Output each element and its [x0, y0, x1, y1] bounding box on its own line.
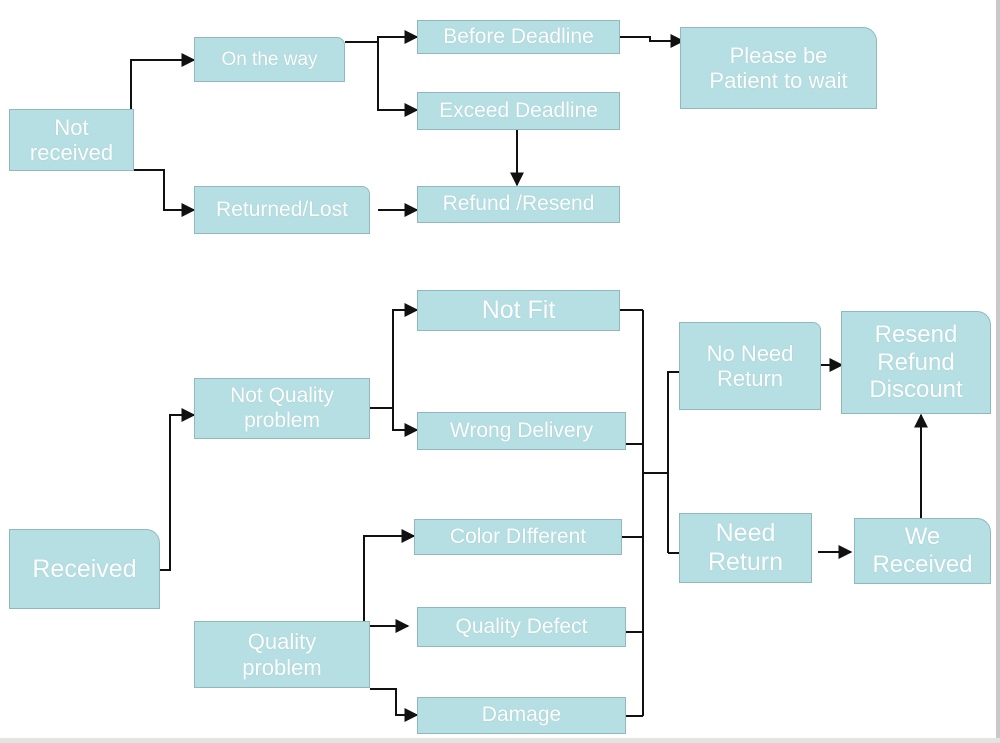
arrow-not-quality-to-not-fit: [370, 303, 419, 409]
arrow-not-received-to-on-the-way: [130, 53, 196, 128]
node-exceed-deadline: Exceed Deadline: [417, 92, 620, 130]
arrow-quality-to-damage: [370, 688, 419, 722]
arrow-not-received-to-returned-lost: [134, 169, 196, 217]
node-not-fit: Not Fit: [417, 290, 620, 331]
node-please-be-patient: Please be Patient to wait: [680, 27, 877, 109]
node-quality-defect: Quality Defect: [417, 607, 626, 647]
node-damage: Damage: [417, 697, 626, 734]
node-resend-refund-discount: Resend Refund Discount: [841, 311, 991, 414]
node-returned-lost: Returned/Lost: [194, 186, 370, 234]
node-not-received: Not received: [9, 109, 134, 171]
node-received: Received: [9, 529, 160, 609]
node-we-received: We Received: [854, 518, 991, 584]
arrow-on-the-way-to-before-deadline: [345, 30, 419, 44]
node-no-need-return: No Need Return: [679, 322, 821, 410]
node-wrong-delivery: Wrong Delivery: [417, 412, 626, 450]
node-not-quality-problem: Not Quality problem: [194, 378, 370, 439]
node-on-the-way: On the way: [194, 37, 345, 82]
node-need-return: Need Return: [679, 513, 812, 583]
page-right-edge: [996, 0, 1000, 743]
arrow-before-deadline-to-please-wait: [620, 34, 685, 48]
node-refund-resend: Refund /Resend: [417, 186, 620, 223]
arrow-received-to-not-quality-problem: [160, 408, 196, 571]
node-color-different: Color DIfferent: [414, 519, 622, 555]
arrow-not-quality-to-wrong-delivery: [392, 408, 419, 437]
arrow-on-the-way-to-exceed-deadline: [377, 42, 419, 117]
node-before-deadline: Before Deadline: [417, 20, 620, 54]
page-bottom-edge: [0, 738, 1000, 743]
node-quality-problem: Quality problem: [194, 621, 370, 688]
arrow-quality-to-color-different: [363, 529, 416, 626]
